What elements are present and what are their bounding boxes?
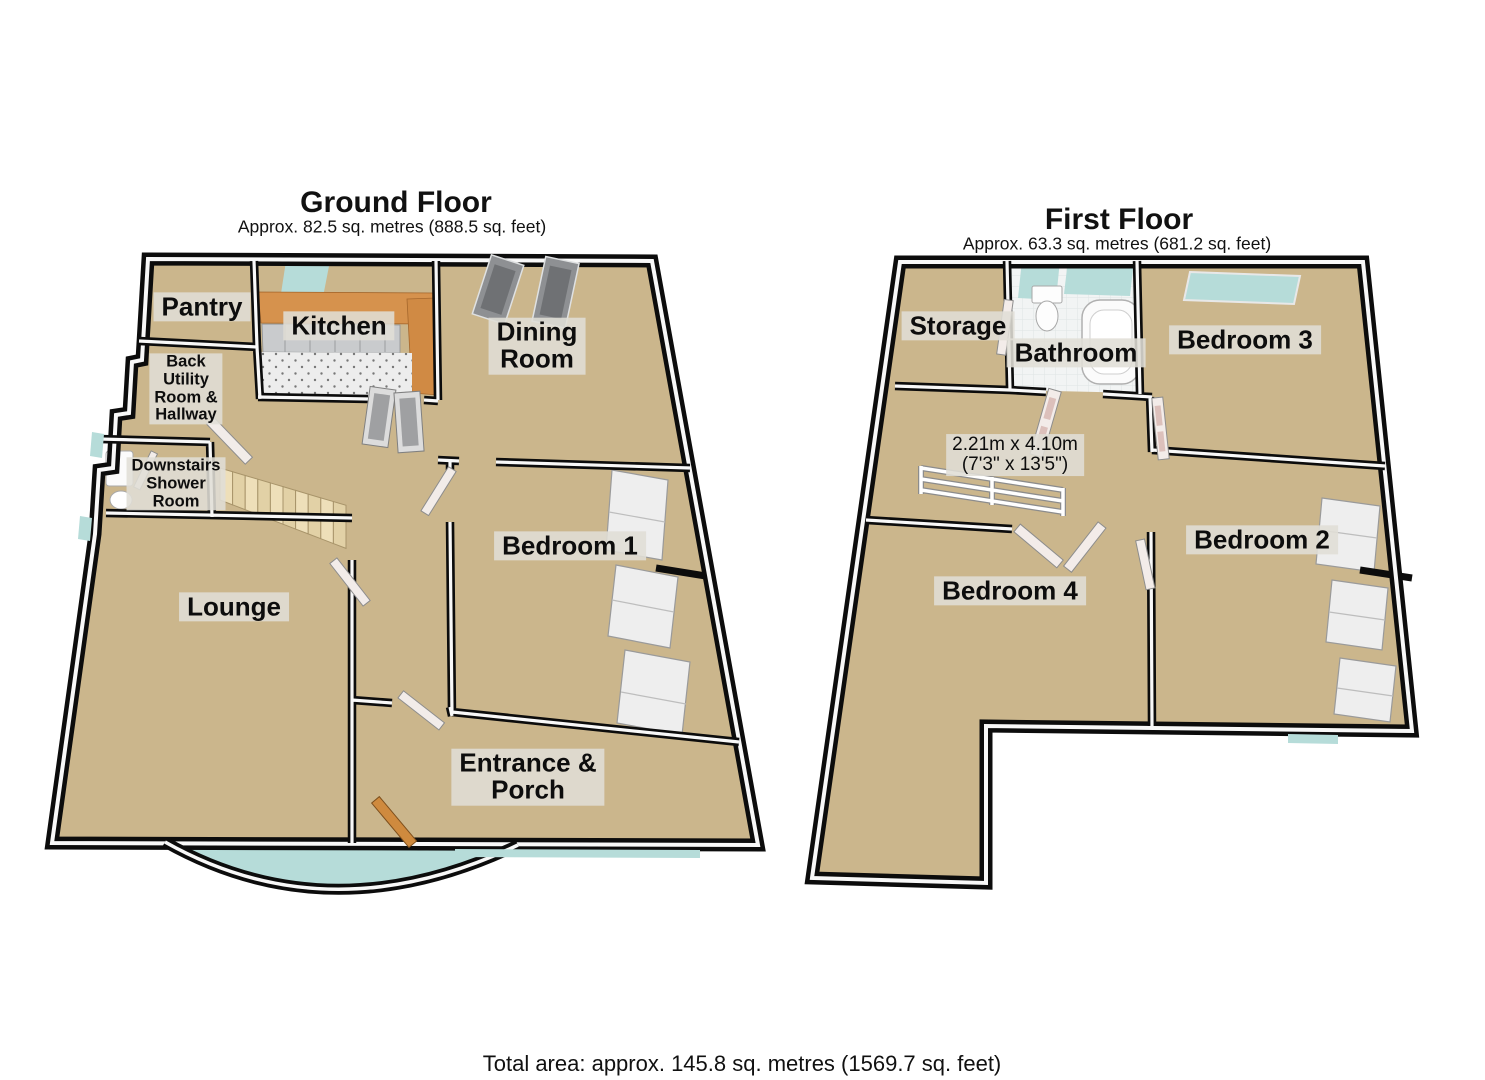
room-label-back-utility: Back Utility Room & Hallway [149, 352, 223, 425]
utility-window [90, 432, 104, 458]
stair-step [232, 471, 246, 511]
room-label-bedroom1: Bedroom 1 [494, 531, 646, 561]
first-floor-area: Approx. 63.3 sq. metres (681.2 sq. feet) [962, 233, 1272, 254]
front-door [370, 795, 418, 849]
ground-floor-title: Ground Floor [300, 186, 492, 219]
shower-window [78, 516, 92, 541]
total-area-text: Total area: approx. 145.8 sq. metres (15… [482, 1051, 1002, 1076]
kitchen-window [280, 261, 330, 302]
bedroom3-window [1182, 270, 1302, 306]
stair-step [332, 500, 347, 550]
room-label-entrance-porch: Entrance & Porch [451, 748, 605, 806]
room-label-storage: Storage [901, 311, 1015, 341]
ground-floor-doors [132, 253, 580, 849]
bathroom-window-2 [1064, 260, 1134, 296]
ground-inner-wall-faces [98, 260, 740, 843]
bay-window [162, 837, 521, 895]
room-label-lounge: Lounge [179, 592, 289, 622]
kitchen-double-doors [361, 385, 425, 454]
room-label-dining-room: Dining Room [488, 317, 586, 375]
bedroom3-door [1151, 396, 1170, 461]
ground-outer-wall-face [49, 256, 761, 848]
ground-floor-plan [44, 252, 766, 895]
room-label-bedroom3: Bedroom 3 [1169, 325, 1321, 355]
bedroom2-door [1062, 521, 1107, 573]
hall-porch-door [397, 690, 446, 731]
toilet-icon [1031, 285, 1063, 332]
first-floor-title: First Floor [1044, 203, 1194, 236]
room-label-downstairs-shower: Downstairs Shower Room [126, 456, 226, 511]
lounge-door [329, 557, 371, 607]
bedroom2-wall-stub [1359, 566, 1413, 582]
ground-floor-area: Approx. 82.5 sq. metres (888.5 sq. feet) [237, 216, 547, 237]
bedroom2-door-leaf2 [1135, 538, 1156, 591]
bedroom2-window [1288, 734, 1338, 744]
room-label-bedroom2: Bedroom 2 [1186, 525, 1338, 555]
room-label-pantry: Pantry [153, 292, 251, 322]
dining-french-doors [471, 253, 580, 330]
stair-step [244, 474, 259, 516]
room-label-bathroom: Bathroom [1006, 338, 1146, 368]
stair-step [282, 485, 297, 530]
bedroom1-door [420, 466, 457, 517]
stair-railing [918, 465, 1066, 516]
first-floor-plan [804, 255, 1420, 890]
ground-floor-carpet [52, 259, 758, 845]
bedroom4-door [1013, 523, 1064, 569]
bedroom1-wardrobes [605, 469, 691, 736]
landing-dimensions-label: 2.21m x 4.10m (7'3" x 13'5") [946, 434, 1084, 476]
porch-window [455, 849, 700, 858]
room-label-bedroom4: Bedroom 4 [934, 576, 1086, 606]
room-label-kitchen: Kitchen [283, 311, 395, 341]
stair-step [295, 489, 309, 535]
first-outer-wall-face [809, 260, 1415, 886]
